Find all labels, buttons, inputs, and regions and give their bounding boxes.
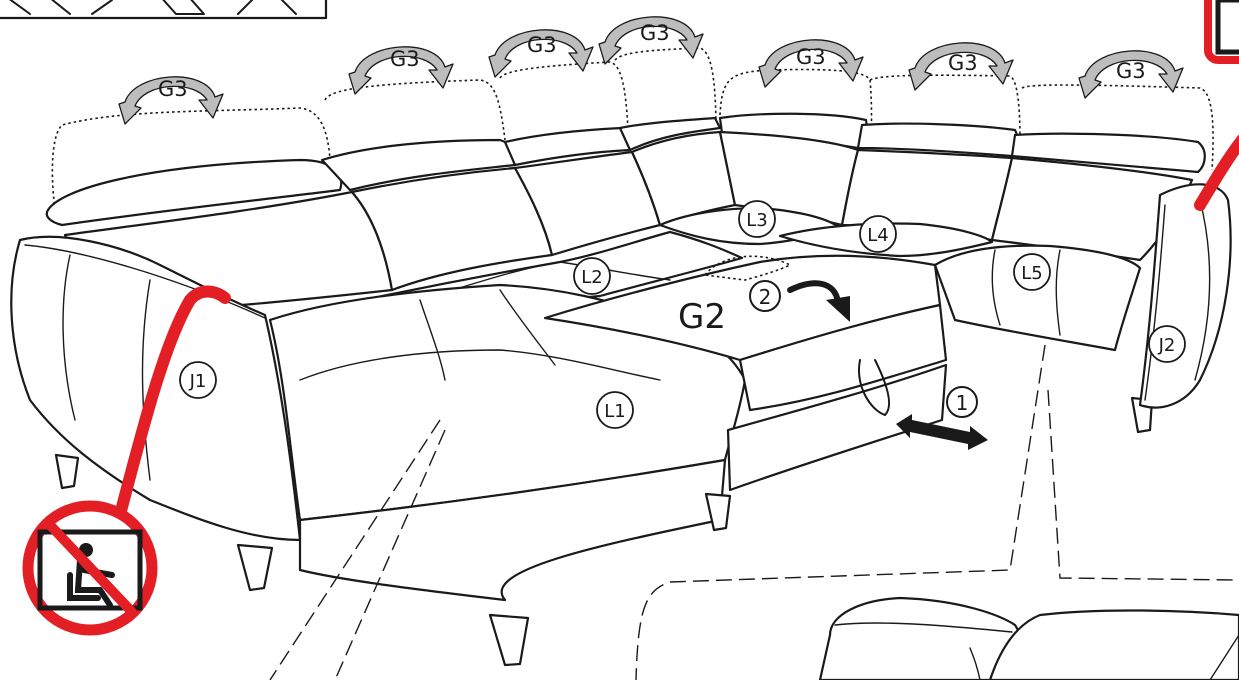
- step-marker-2: 2: [749, 280, 781, 312]
- headrest-label: G3: [796, 45, 826, 69]
- headrest-adjust-arrow-icon: [758, 39, 864, 88]
- seat-label-l5: L5: [1013, 253, 1051, 291]
- headrest-cushions: [45, 112, 1206, 227]
- armrest-label-j2: J2: [1148, 325, 1186, 363]
- seat-label-text: L2: [581, 267, 602, 288]
- no-sitting-on-armrest-icon: [22, 134, 1239, 636]
- headrest-adjust-arrow-icon: [908, 42, 1014, 91]
- headrest-label: G3: [390, 47, 420, 71]
- flip-arrow-icon: [787, 280, 850, 322]
- pull-out-arrow-icon: [896, 414, 988, 450]
- headrest-label: G3: [640, 21, 670, 45]
- headrest-adjust-arrow-icon: [118, 76, 224, 125]
- seat-label-text: L3: [746, 210, 767, 231]
- armrest-label-j1: J1: [179, 361, 217, 399]
- seat-label-l1: L1: [596, 391, 634, 429]
- warning-sign-fragment: [1204, 0, 1239, 64]
- headrest-adjust-arrows: [118, 16, 1184, 125]
- seat-label-l4: L4: [859, 215, 897, 253]
- headrest-adjust-arrow-icon: [348, 46, 454, 95]
- headrest-adjust-arrow-icon: [598, 16, 704, 65]
- upholstery-icon: [818, 596, 1239, 680]
- pull-out-bed: [543, 254, 948, 492]
- step-number: 2: [759, 285, 772, 309]
- step-marker-1: 1: [946, 386, 978, 418]
- headrest-adjust-arrow-icon: [1078, 50, 1184, 99]
- headrest-labels: G3 G3 G3 G3 G3 G3 G3: [158, 21, 1146, 101]
- seat-cushions: [54, 207, 1154, 667]
- seat-label-text: L4: [867, 225, 888, 246]
- detail-callout-lines: [269, 344, 1239, 680]
- seat-label-l3: L3: [738, 200, 776, 238]
- armrest-label-text: J2: [1158, 335, 1176, 356]
- seat-label-l2: L2: [573, 257, 611, 295]
- headrest-label: G3: [1116, 59, 1146, 83]
- armrest-label-text: J1: [189, 371, 207, 392]
- mechanism-label: G2: [678, 297, 726, 337]
- legend-box-fragment: [0, 0, 328, 20]
- headrest-label: G3: [158, 77, 188, 101]
- seat-label-text: L5: [1021, 263, 1042, 284]
- seat-label-text: L1: [604, 401, 625, 422]
- headrest-label: G3: [527, 33, 557, 57]
- step-number: 1: [956, 391, 969, 415]
- headrest-adjust-arrow-icon: [488, 29, 594, 78]
- headrest-label: G3: [948, 51, 978, 75]
